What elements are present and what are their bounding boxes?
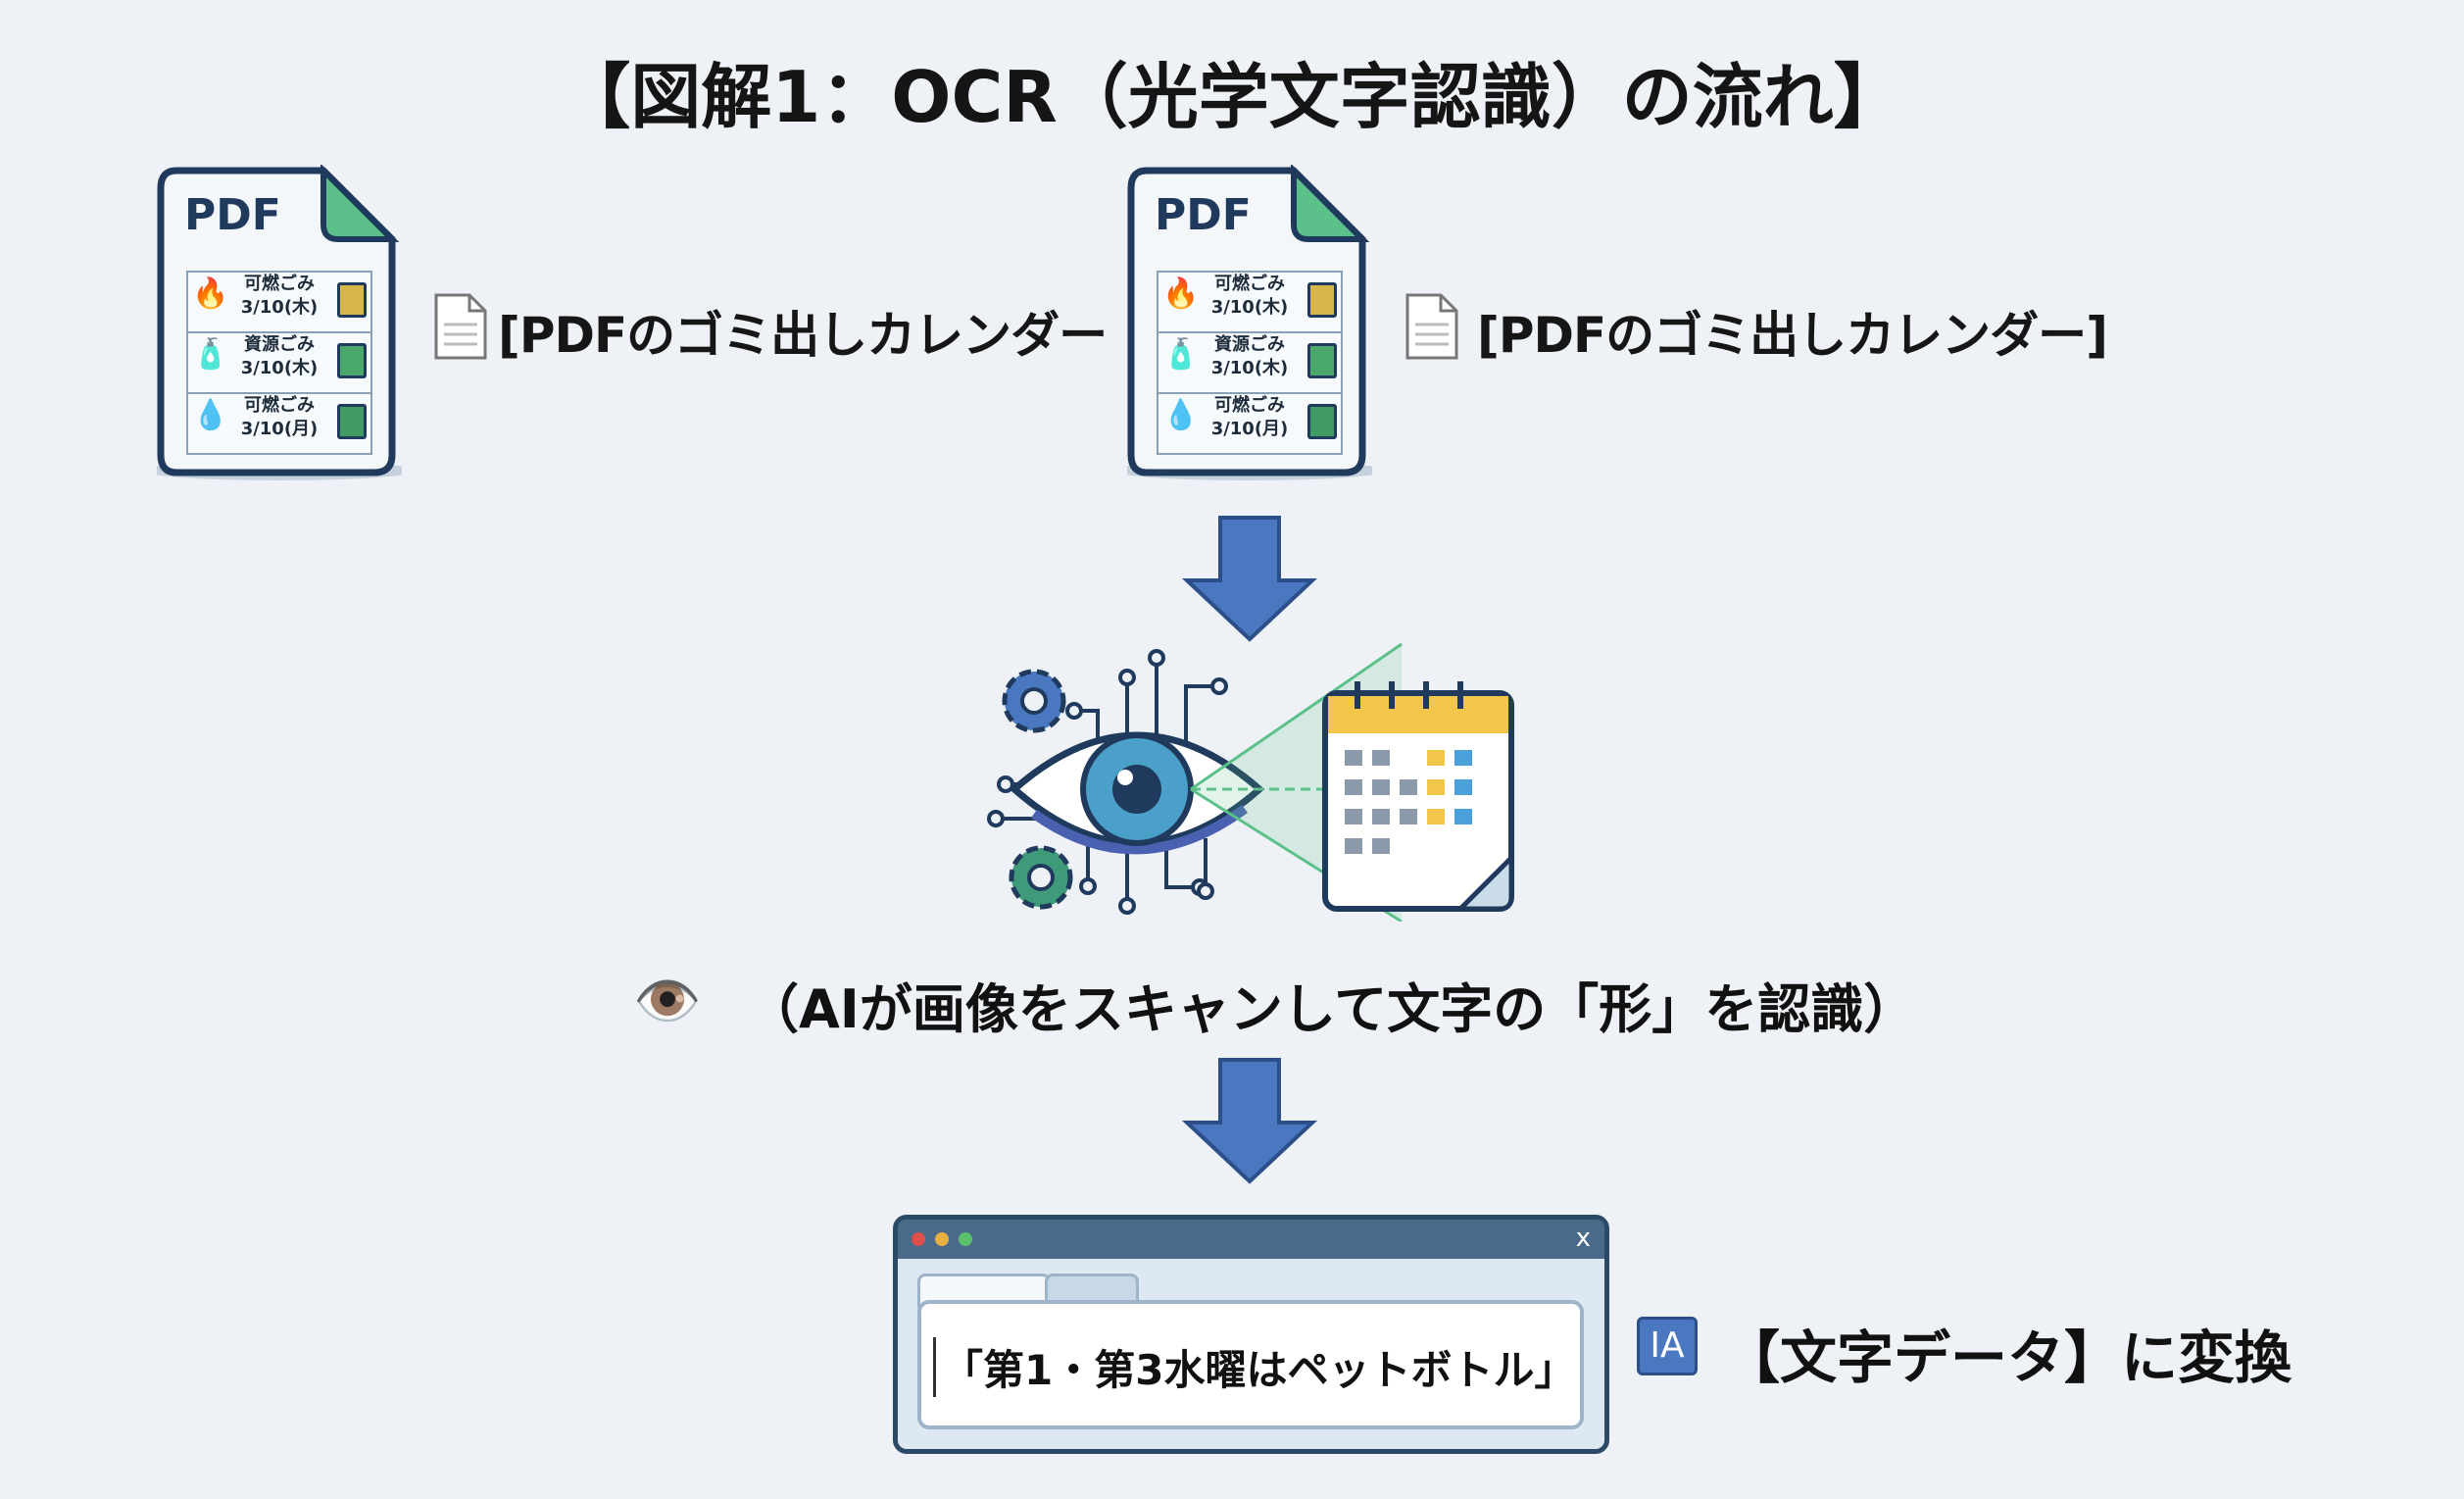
bottle-icon: 🧴: [1162, 337, 1200, 372]
calendar-row: 🔥 可燃ごみ 3/10(木): [1157, 271, 1343, 333]
garbage-type: 資源ごみ: [244, 334, 315, 355]
calendar-row: 🧴 資源ごみ 3/10(木): [1157, 331, 1343, 394]
garbage-type: 可燃ごみ: [1214, 395, 1285, 416]
close-dot-icon[interactable]: [912, 1232, 925, 1246]
trash-can-icon: [337, 404, 367, 439]
ocr-result-text: 「第1・第3水曜はペットボトル」: [933, 1337, 1575, 1397]
gear-icon: [1009, 845, 1073, 910]
pdf-document-icon: PDF 🔥 可燃ごみ 3/10(木) 🧴 資源ごみ 3/10(木) 💧 可燃ごみ…: [157, 165, 402, 480]
collection-date: 3/10(月): [240, 419, 319, 439]
pdf-document-icon: PDF 🔥 可燃ごみ 3/10(木) 🧴 資源ごみ 3/10(木) 💧 可燃ごみ…: [1127, 165, 1372, 480]
trash-can-icon: [1307, 404, 1337, 439]
garbage-type: 可燃ごみ: [244, 395, 315, 416]
close-icon[interactable]: x: [1575, 1224, 1591, 1253]
trash-can-icon: [337, 282, 367, 318]
fire-icon: 🔥: [1162, 276, 1200, 311]
document-icon: [1405, 293, 1458, 360]
bottle-icon: 🧴: [192, 337, 229, 372]
water-bottle-icon: 💧: [1162, 398, 1200, 432]
eye-emoji-icon: 👁️: [633, 970, 702, 1033]
collection-date: 3/10(木): [1210, 358, 1289, 378]
calendar-row: 💧 可燃ごみ 3/10(月): [1157, 392, 1343, 455]
garbage-type: 資源ごみ: [1214, 334, 1285, 355]
maximize-dot-icon[interactable]: [959, 1232, 972, 1246]
calendar-icon: [1322, 681, 1514, 912]
pdf-caption-2: [PDFのゴミ出しカレンダー]: [1477, 307, 2108, 364]
collection-date: 3/10(木): [240, 358, 319, 378]
gear-icon: [1002, 669, 1066, 733]
output-window: x 「第1・第3水曜はペットボトル」: [893, 1215, 1609, 1454]
arrow-down-icon: [1181, 516, 1318, 642]
arrow-down-icon: [1181, 1058, 1318, 1184]
minimize-dot-icon[interactable]: [935, 1232, 949, 1246]
recycle-icon: [1307, 343, 1337, 378]
pdf-badge: PDF: [184, 190, 281, 240]
recycle-icon: [337, 343, 367, 378]
collection-date: 3/10(木): [240, 297, 319, 318]
water-bottle-icon: 💧: [192, 398, 229, 432]
text-area: 「第1・第3水曜はペットボトル」: [917, 1300, 1584, 1429]
garbage-type: 可燃ごみ: [1214, 274, 1285, 294]
fire-icon: 🔥: [192, 276, 229, 311]
calendar-row: 💧 可燃ごみ 3/10(月): [186, 392, 372, 455]
pdf-badge: PDF: [1155, 190, 1252, 240]
document-icon: [434, 293, 487, 360]
garbage-type: 可燃ごみ: [244, 274, 315, 294]
pdf-caption-1: [PDFのゴミ出しカレンダー: [498, 307, 1108, 364]
collection-date: 3/10(木): [1210, 297, 1289, 318]
output-label: 【文字データ】に変換: [1723, 1324, 2292, 1391]
ai-eye-scan-illustration: [987, 642, 1514, 922]
window-titlebar: x: [898, 1220, 1604, 1259]
text-type-icon: IA: [1637, 1317, 1698, 1375]
scan-caption: （AIが画像をスキャンして文字の「形」を認識）: [746, 978, 1917, 1040]
collection-date: 3/10(月): [1210, 419, 1289, 439]
trash-can-icon: [1307, 282, 1337, 318]
diagram-title: 【図解1：OCR（光学文字認識）の流れ】: [560, 56, 1904, 138]
calendar-row: 🧴 資源ごみ 3/10(木): [186, 331, 372, 394]
calendar-row: 🔥 可燃ごみ 3/10(木): [186, 271, 372, 333]
